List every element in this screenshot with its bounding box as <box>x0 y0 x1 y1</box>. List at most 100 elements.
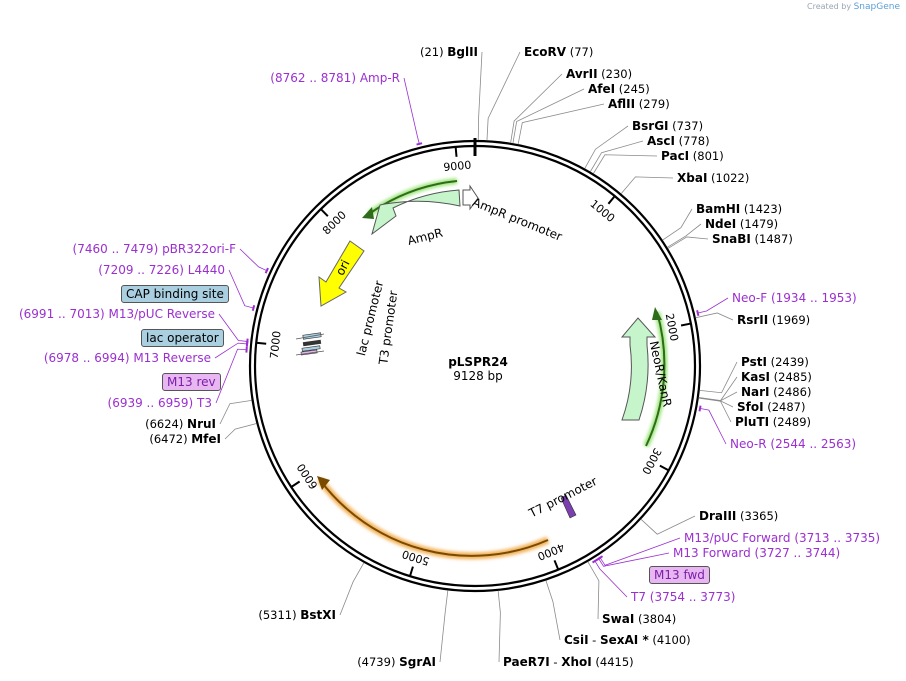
tick-label: 1000 <box>587 197 617 225</box>
plasmid-size: 9128 bp <box>453 369 503 383</box>
paci-leader <box>593 154 658 174</box>
draiii-site-label[interactable]: DraIII (3365) <box>699 509 778 523</box>
mfei-leader <box>224 423 257 440</box>
tick-6000 <box>290 480 301 488</box>
ampr-label: AmpR <box>406 226 444 248</box>
neor-arrow[interactable] <box>620 317 657 421</box>
orange-orf-head <box>317 476 330 490</box>
neor-orf-head <box>652 307 662 320</box>
bsrgi-site-label[interactable]: BsrGI (737) <box>632 119 703 133</box>
csii-site-label[interactable]: CsiI - SexAI * (4100) <box>564 633 691 647</box>
bglii-site-label[interactable]: (21) BglII <box>420 45 478 59</box>
psti-leader <box>699 361 738 394</box>
snabi-site-label[interactable]: SnaBI (1487) <box>712 232 793 246</box>
snapgene-credit: Created by SnapGene <box>807 2 900 12</box>
afei-site-label[interactable]: AfeI (245) <box>588 82 650 96</box>
sfoi-site-label[interactable]: SfoI (2487) <box>737 400 805 414</box>
m13-reverse-primer-label[interactable]: (6978 .. 6994) M13 Reverse <box>44 351 211 365</box>
ecorv-site-label[interactable]: EcoRV (77) <box>524 45 593 59</box>
t7-promoter-mark[interactable] <box>560 494 577 519</box>
m13-puc-forward-primer-label[interactable]: M13/pUC Forward (3713 .. 3735) <box>684 531 880 545</box>
neor-orf-line <box>645 311 666 447</box>
m13-rev-tag[interactable]: M13 rev <box>162 373 221 391</box>
m13-forward-primer-label[interactable]: M13 Forward (3727 .. 3744) <box>673 546 840 560</box>
ori-arrow[interactable] <box>318 240 365 307</box>
m13-fwd-tag[interactable]: M13 fwd <box>649 566 710 584</box>
paer7i-site-label[interactable]: PaeR7I - XhoI (4415) <box>503 655 634 669</box>
pluti-site-label[interactable]: PluTI (2489) <box>735 415 811 429</box>
plasmid-name: pLSPR24 <box>448 355 508 369</box>
pbr322ori-f-primer-mark <box>264 267 269 274</box>
nari-leader <box>698 391 738 402</box>
ampr-arrow[interactable] <box>371 189 461 236</box>
m13-fwd-text: M13 fwd <box>654 568 705 582</box>
tick-9000 <box>454 146 458 157</box>
asci-site-label[interactable]: AscI (778) <box>647 134 710 148</box>
bglii-leader <box>477 51 483 141</box>
psti-site-label[interactable]: PstI (2439) <box>741 355 809 369</box>
neo-r-leader <box>698 407 727 445</box>
m13-puc-reverse-primer-label[interactable]: (6991 .. 7013) M13/pUC Reverse <box>19 307 215 321</box>
neo-f-leader <box>696 297 729 314</box>
amp-r-primer-label[interactable]: (8762 .. 8781) Amp-R <box>270 71 400 85</box>
rsrii-site-label[interactable]: RsrII (1969) <box>737 313 810 327</box>
afei-leader <box>512 88 585 144</box>
t3-primer-label[interactable]: (6939 .. 6959) T3 <box>108 396 212 410</box>
sgrai-site-label[interactable]: (4739) SgrAI <box>357 655 436 669</box>
t7-leader <box>594 560 628 598</box>
label-leaders <box>214 51 738 663</box>
tick-label: 2000 <box>663 312 681 342</box>
lac-operator-tag[interactable]: lac operator <box>141 329 224 347</box>
ndei-site-label[interactable]: NdeI (1479) <box>705 217 778 231</box>
cap-binding-site-text: CAP binding site <box>126 287 224 301</box>
avrii-leader <box>510 73 563 143</box>
lac-operator-text: lac operator <box>146 331 219 345</box>
paci-site-label[interactable]: PacI (801) <box>661 149 724 163</box>
xbai-leader <box>620 176 674 194</box>
tick-label: 9000 <box>443 159 472 174</box>
tick-3000 <box>659 464 670 472</box>
site-labels: (21) BglII EcoRV (77) AvrII (230)AfeI (245… <box>19 45 880 669</box>
snabi-leader <box>667 236 709 249</box>
kasi-site-label[interactable]: KasI (2485) <box>741 370 812 384</box>
neo-f-primer-mark <box>696 310 700 317</box>
tick-label: 7000 <box>268 330 284 359</box>
nrui-site-label[interactable]: (6624) NruI <box>145 417 216 431</box>
tick-5000 <box>409 566 414 577</box>
nari-site-label[interactable]: NarI (2486) <box>741 385 811 399</box>
primer-marks <box>245 142 702 564</box>
xbai-site-label[interactable]: XbaI (1022) <box>677 171 749 185</box>
ori-label: ori <box>333 257 353 277</box>
neo-r-primer-mark <box>698 405 702 412</box>
amp-r-leader <box>403 77 420 145</box>
aflii-site-label[interactable]: AflII (279) <box>608 97 670 111</box>
credit-text: Created by <box>807 2 852 11</box>
m13-puc-forward-leader <box>599 537 681 566</box>
bamhi-leader <box>662 208 693 241</box>
amp-r-primer-mark <box>416 142 423 146</box>
bamhi-site-label[interactable]: BamHI (1423) <box>696 202 782 216</box>
t7-primer-label[interactable]: T7 (3754 .. 3773) <box>630 590 735 604</box>
lac-region-features <box>295 332 325 356</box>
neo-f-primer-label[interactable]: Neo-F (1934 .. 1953) <box>732 291 857 305</box>
bstxi-site-label[interactable]: (5311) BstXI <box>258 608 336 622</box>
l4440-primer-label[interactable]: (7209 .. 7226) L4440 <box>98 263 225 277</box>
cap-binding-site-tag[interactable]: CAP binding site <box>121 285 229 303</box>
pbr322ori-f-primer-label[interactable]: (7460 .. 7479) pBR322ori-F <box>73 242 237 256</box>
swai-leader <box>587 561 600 620</box>
ecorv-leader <box>486 51 521 141</box>
avrii-site-label[interactable]: AvrII (230) <box>566 67 632 81</box>
m13-reverse-leader <box>214 342 249 359</box>
neo-r-primer-label[interactable]: Neo-R (2544 .. 2563) <box>730 437 856 451</box>
paer7i-leader <box>497 590 501 663</box>
swai-site-label[interactable]: SwaI (3804) <box>602 612 676 626</box>
m13-puc-reverse-leader <box>218 313 249 342</box>
aflii-leader <box>517 103 605 145</box>
ampr-orf-line <box>368 180 458 215</box>
snapgene-logo-text: SnapGene <box>853 2 900 12</box>
asci-leader <box>589 140 644 172</box>
mfei-site-label[interactable]: (6472) MfeI <box>149 432 221 446</box>
ampr-promoter-arrow[interactable] <box>462 184 479 211</box>
tick-4000 <box>553 559 560 571</box>
